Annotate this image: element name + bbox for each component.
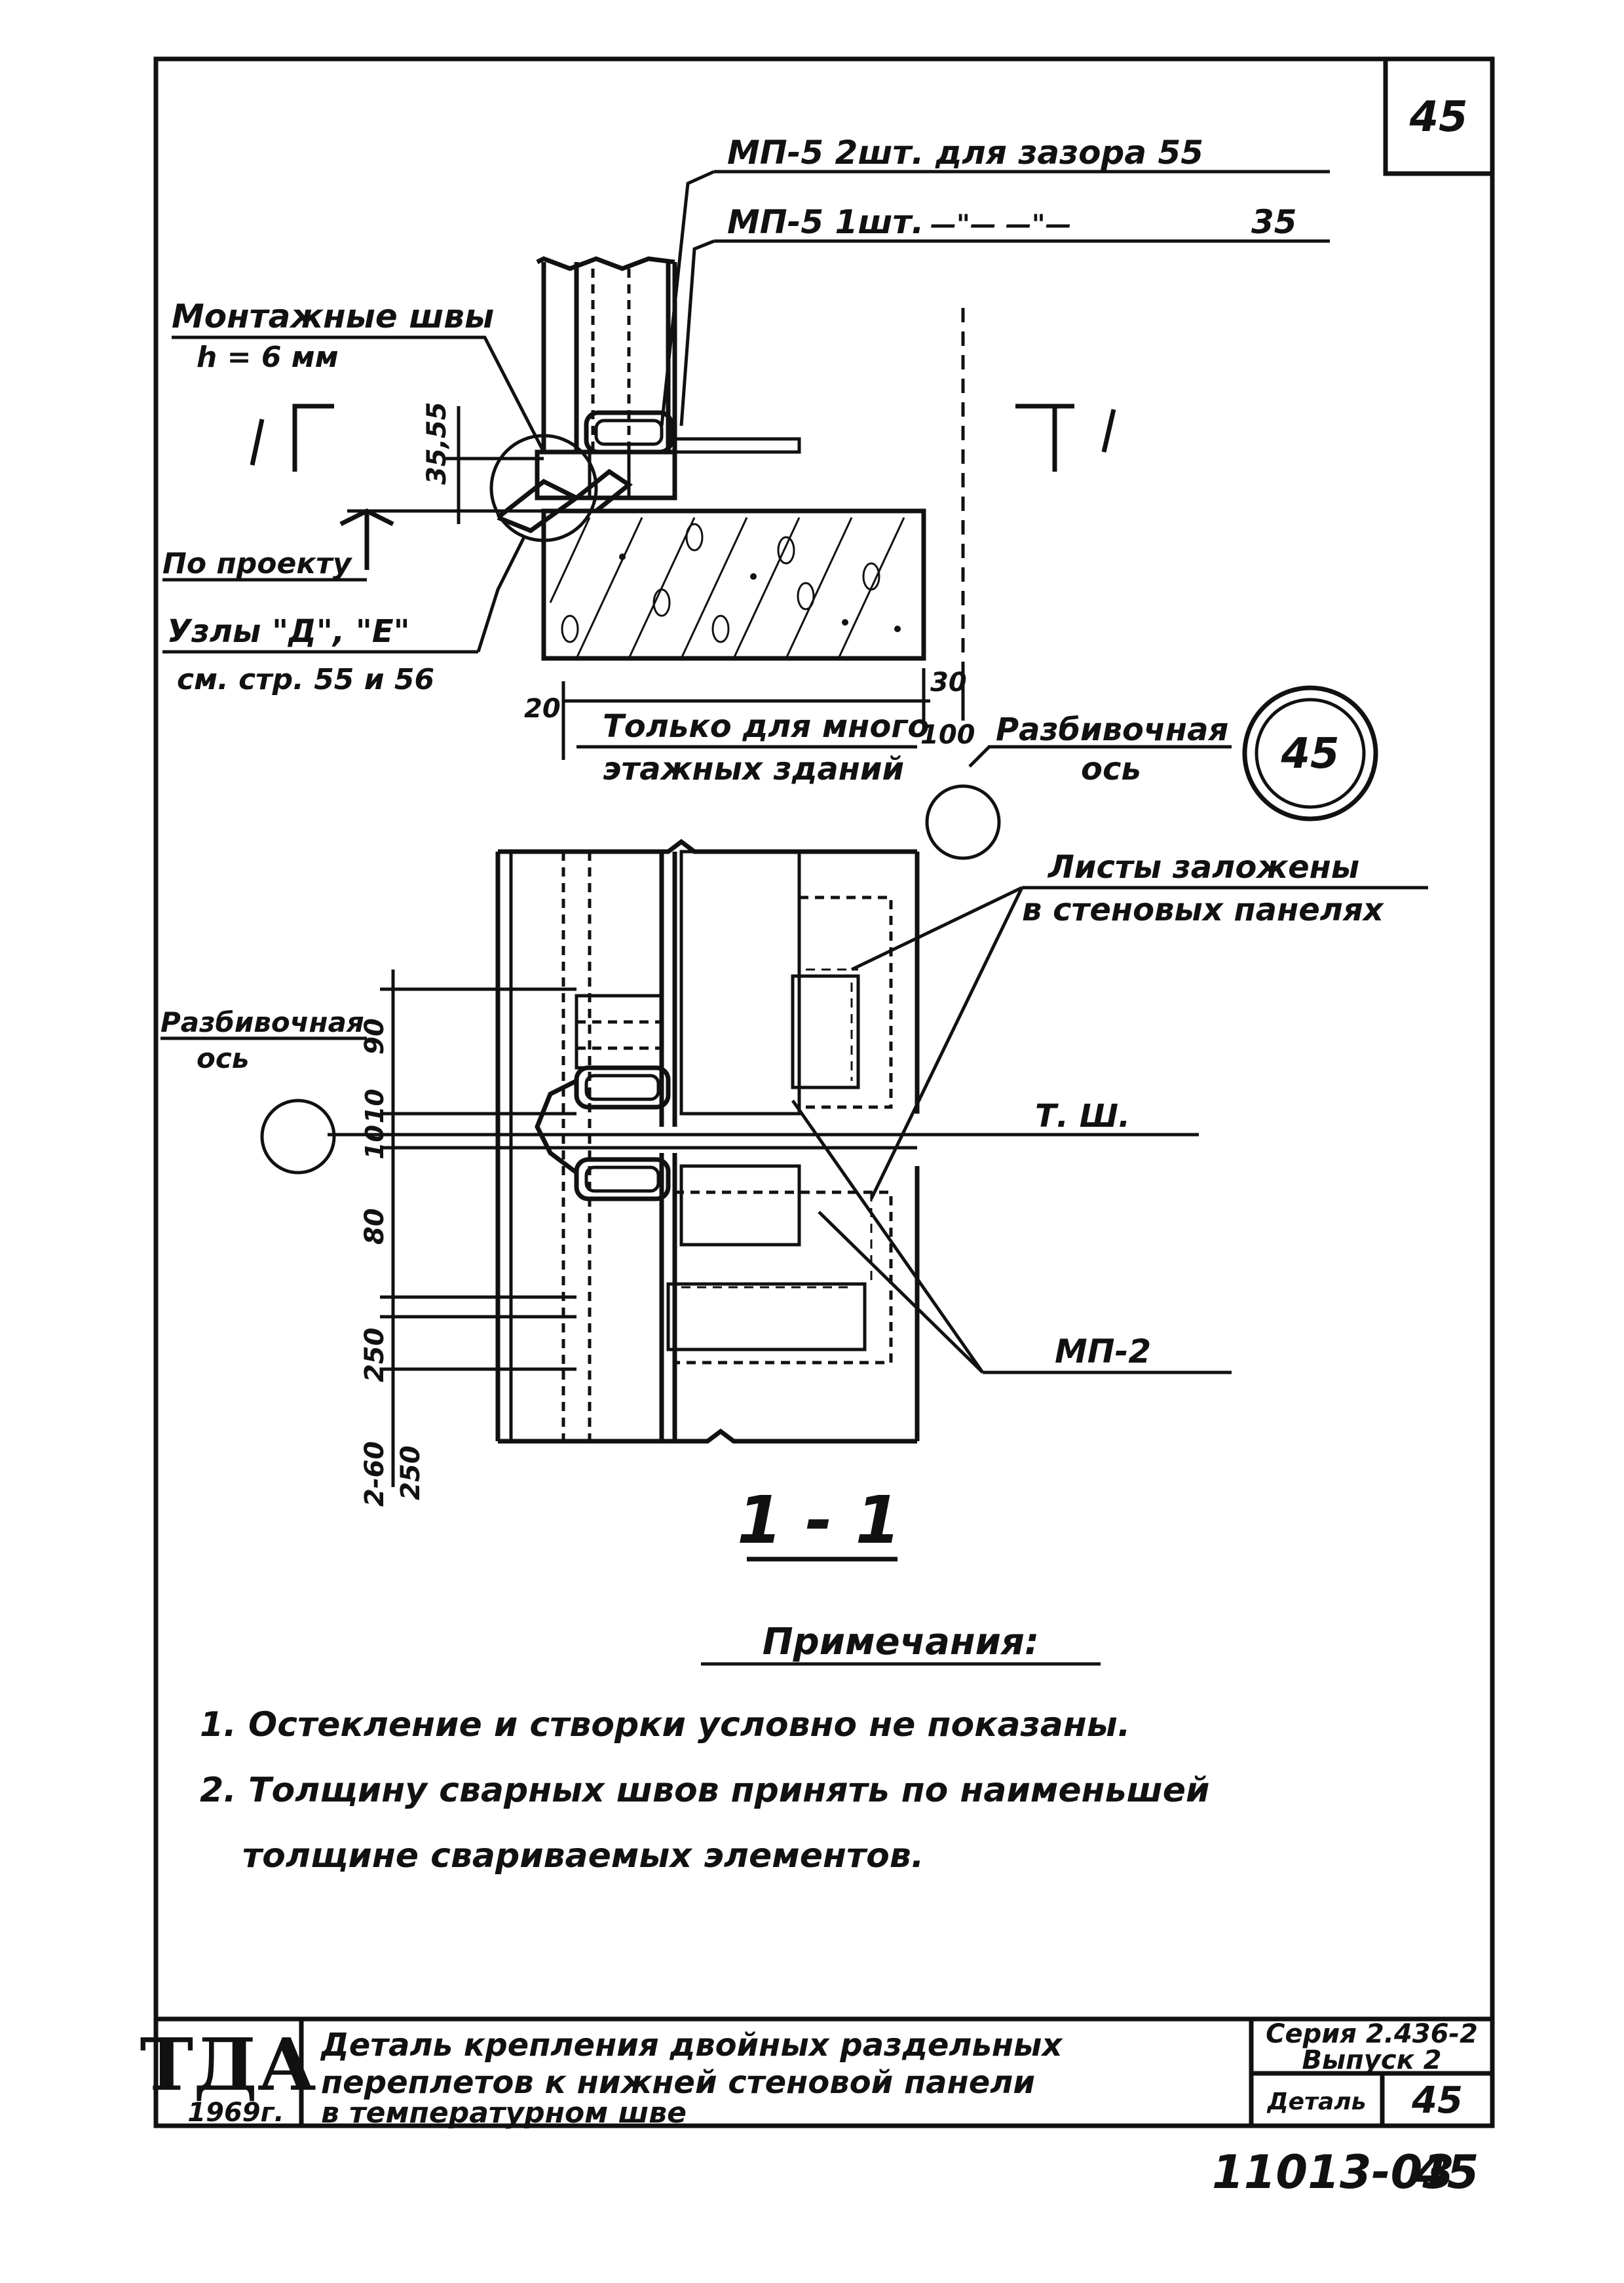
joint-label: Т. Ш. — [1035, 1098, 1130, 1135]
dim-30: 30 — [930, 668, 967, 698]
embedded-sheets-label: Листы заложены в стеновых панелях — [850, 849, 1428, 1200]
title-block: ТДА 1969г. Деталь крепления двойных разд… — [140, 2019, 1492, 2130]
dim-250b: 250 — [396, 1446, 426, 1501]
callout-mp5-one: МП-5 1шт. — [727, 203, 924, 241]
axis-label-plan-1: Разбивочная — [161, 1006, 364, 1038]
cut-mark-right — [1015, 404, 1116, 472]
title-detail-label: Деталь — [1267, 2088, 1367, 2115]
mp2-text: МП-2 — [1055, 1332, 1151, 1370]
title-line-3: в температурном шве — [321, 2096, 687, 2130]
plan-section-outline — [495, 839, 920, 1444]
plan-dimension-chain: 90 10 10 80 250 2-60 250 — [360, 970, 576, 1507]
note-1: 1. Остекление и створки условно не показ… — [200, 1705, 1131, 1745]
top-callouts: МП-5 2шт. для зазора 55 МП-5 1шт. —"— —"… — [660, 134, 1330, 426]
title-series: Серия 2.436-2 — [1266, 2019, 1478, 2049]
detail-circle-number: 45 — [1280, 730, 1339, 778]
dim-250a: 250 — [360, 1328, 390, 1383]
window-frame-profile — [496, 256, 917, 533]
dim-10a: 10 — [360, 1089, 389, 1123]
dim-35-55: 35,55 — [422, 402, 544, 524]
footer-code: 11013-03 — [1212, 2145, 1454, 2199]
axis-label-upper: Разбивочная ось — [925, 711, 1232, 860]
dim-2-60: 2-60 — [360, 1441, 390, 1507]
axis-label-plan-2: ось — [197, 1042, 249, 1074]
bottom-dimensions: 20 30 100 Только для много этажных здани… — [524, 668, 975, 787]
title-issue: Выпуск 2 — [1302, 2045, 1442, 2075]
footer-page: 45 — [1414, 2145, 1479, 2199]
dim-10b: 10 — [360, 1125, 389, 1160]
mp2-label: МП-2 — [791, 1099, 1232, 1374]
section-title-1-1: 1 - 1 — [737, 1482, 901, 1562]
weld-height-text: h = 6 мм — [197, 341, 339, 374]
callout-mp5-two: МП-5 2шт. для зазора 55 — [727, 134, 1203, 172]
nodes-page-ref: см. стр. 55 и 56 — [177, 663, 434, 696]
concrete-panel — [541, 508, 926, 661]
title-line-2: переплетов к нижней стеновой панели — [321, 2064, 1035, 2101]
nodes-label: Узлы "Д", "Е" — [167, 613, 410, 650]
footer: 11013-03 45 — [1212, 2145, 1479, 2199]
axis-label-upper-2: ось — [1081, 751, 1141, 787]
multistorey-label-2: этажных зданий — [603, 751, 904, 787]
dim-20: 20 — [524, 694, 561, 724]
dim-90: 90 — [360, 1018, 390, 1055]
plan-tubes — [535, 994, 671, 1201]
axis-label-upper-1: Разбивочная — [996, 711, 1228, 748]
level-mark: По проекту — [162, 508, 544, 582]
dim-80: 80 — [360, 1208, 390, 1245]
title-year: 1969г. — [187, 2098, 284, 2128]
sheet-number-box: 45 — [1383, 56, 1495, 176]
title-line-1: Деталь крепления двойных раздельных — [320, 2027, 1063, 2064]
cut-mark-left — [250, 404, 334, 472]
notes: Примечания: 1. Остекление и створки усло… — [200, 1621, 1209, 1876]
notes-heading: Примечания: — [763, 1621, 1039, 1663]
embedded-sheets-text: Листы заложены — [1047, 849, 1359, 886]
note-2a: 2. Толщину сварных швов принять по наиме… — [200, 1771, 1209, 1810]
detail-reference-circle: 45 — [1242, 685, 1378, 821]
level-label: По проекту — [162, 547, 353, 580]
note-2b: толщине свариваемых элементов. — [242, 1836, 924, 1876]
nodes-reference: Узлы "Д", "Е" см. стр. 55 и 56 — [162, 536, 526, 696]
title-detail-number: 45 — [1411, 2079, 1463, 2122]
dim-35-55-text: 35,55 — [422, 402, 452, 485]
axis-bubble-plan — [260, 1099, 336, 1175]
axis-label-plan: Разбивочная ось — [161, 1006, 367, 1175]
temperature-joint: Т. Ш. — [328, 1098, 1199, 1150]
callout-value-35: 35 — [1251, 203, 1297, 241]
embedded-sheets-text-2: в стеновых панелях — [1022, 892, 1385, 928]
logo-tda: ТДА — [140, 2022, 316, 2107]
sheet-frame — [153, 56, 1495, 2128]
callout-ditto-marks: —"— —"— — [930, 210, 1072, 240]
sheet-number-top: 45 — [1408, 93, 1467, 142]
weld-label: Монтажные швы h = 6 мм — [172, 297, 546, 453]
dim-100: 100 — [920, 720, 975, 750]
multistorey-label: Только для много — [603, 708, 929, 745]
section-title-text: 1 - 1 — [737, 1482, 901, 1558]
weld-label-text: Монтажные швы — [172, 297, 494, 335]
axis-bubble-upper — [925, 784, 1001, 860]
